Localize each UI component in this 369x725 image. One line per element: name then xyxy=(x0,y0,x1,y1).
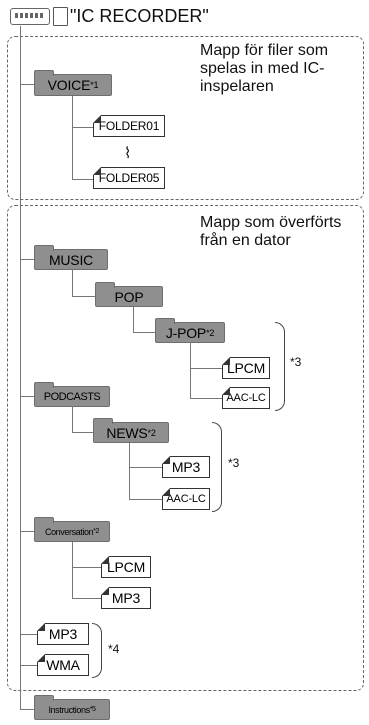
ic-recorder-device-icon xyxy=(10,8,50,25)
folder-jpop-label: J-POP xyxy=(165,324,207,341)
folder-music[interactable]: MUSIC xyxy=(34,245,108,270)
folder-instructions-label: Instructions xyxy=(48,704,90,715)
folder-voice[interactable]: VOICE*1 xyxy=(34,70,112,96)
file-root-mp3[interactable]: MP3 xyxy=(37,623,89,645)
folder-tab-icon xyxy=(53,7,68,26)
recorder-section-caption: Mapp för filer som spelas in med IC-insp… xyxy=(200,42,329,95)
continuation-wave-icon: ⌇ xyxy=(124,145,132,162)
file-news-aac[interactable]: AAC-LC xyxy=(162,488,210,510)
news-group-brace xyxy=(212,422,222,512)
computer-folder-region xyxy=(7,205,364,691)
folder-pop[interactable]: POP xyxy=(95,282,163,307)
folder-conversation-label: Conversation xyxy=(44,526,94,537)
folder-news-label: NEWS xyxy=(106,424,148,441)
file-jpop-lpcm[interactable]: LPCM xyxy=(222,357,270,379)
folder-instructions[interactable]: Instructions*5 xyxy=(34,695,110,720)
folder-jpop[interactable]: J-POP*2 xyxy=(155,318,225,343)
file-conv-mp3[interactable]: MP3 xyxy=(101,587,151,609)
news-group-note: *3 xyxy=(228,456,240,470)
folder-conversation-mark: *2 xyxy=(93,528,100,535)
folder-jpop-mark: *2 xyxy=(206,327,215,338)
folder-podcasts[interactable]: PODCASTS xyxy=(34,382,110,407)
folder-news[interactable]: NEWS*2 xyxy=(93,418,169,443)
folder-voice-mark: *1 xyxy=(90,80,99,90)
recorder-folder-region xyxy=(7,36,364,200)
folder-conversation[interactable]: Conversation*2 xyxy=(34,517,110,542)
root-group-brace xyxy=(92,623,102,678)
folder-news-mark: *2 xyxy=(147,427,156,438)
file-root-wma[interactable]: WMA xyxy=(37,654,89,676)
folder-voice-label: VOICE xyxy=(47,77,91,93)
computer-section-caption: Mapp som överförts från en dator xyxy=(200,214,342,249)
folder-instructions-mark: *5 xyxy=(89,706,96,713)
file-news-mp3[interactable]: MP3 xyxy=(162,456,210,478)
jpop-group-brace xyxy=(275,322,285,411)
jpop-group-note: *3 xyxy=(290,355,302,369)
file-conv-lpcm[interactable]: LPCM xyxy=(101,556,151,578)
root-title: "IC RECORDER" xyxy=(70,6,209,26)
root-group-note: *4 xyxy=(108,642,120,656)
file-jpop-aac[interactable]: AAC-LC xyxy=(222,387,270,409)
folder-folder01[interactable]: FOLDER01 xyxy=(93,115,165,137)
folder-folder05[interactable]: FOLDER05 xyxy=(93,167,165,189)
